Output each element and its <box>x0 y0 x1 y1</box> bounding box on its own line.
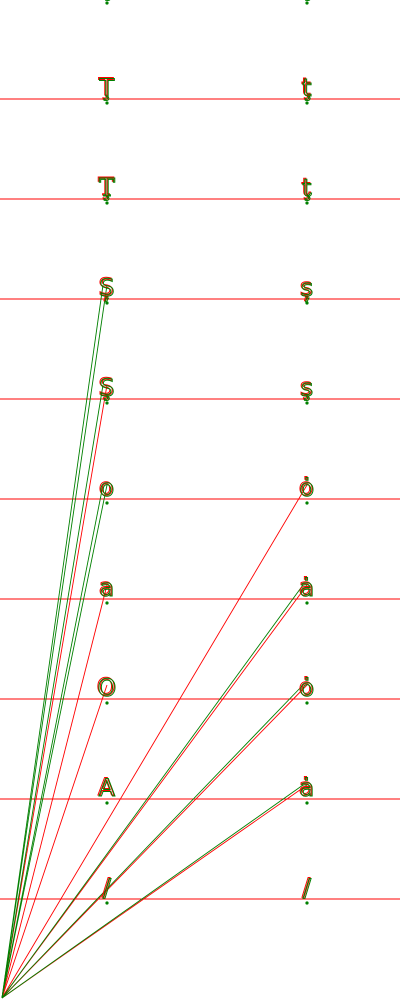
connector-rays <box>1 284 308 999</box>
glyph-right-0-red: Ç <box>298 0 315 1</box>
glyph-left-8-green: A <box>99 774 116 802</box>
connector-ray-14 <box>1 784 304 999</box>
glyph-left-4-red: Ş <box>98 373 113 401</box>
anchor-dot-right-0 <box>305 1 309 5</box>
glyph-left-9-green: / <box>103 874 112 902</box>
glyph-left-7-red: O <box>97 673 116 701</box>
anchor-dot-left-4 <box>105 401 109 405</box>
anchor-dot-left-1 <box>105 101 109 105</box>
glyph-left-1-red: Ţ <box>98 73 114 101</box>
glyph-left-6-red: a <box>99 573 114 601</box>
anchor-dot-right-3 <box>305 301 309 305</box>
connector-ray-2 <box>1 484 108 999</box>
connector-ray-11 <box>1 484 104 999</box>
glyph-left-3-green: Ș <box>99 274 114 302</box>
anchor-dot-right-5 <box>305 501 309 505</box>
baseline-guides <box>0 98 400 900</box>
anchor-dot-left-8 <box>105 801 109 805</box>
anchor-dot-right-1 <box>305 101 309 105</box>
anchor-dot-left-2 <box>105 201 109 205</box>
anchor-dot-left-6 <box>105 601 109 605</box>
anchor-dot-right-4 <box>305 401 309 405</box>
connector-ray-0 <box>1 284 108 999</box>
glyph-left-5-red: o <box>99 473 114 501</box>
anchor-dot-right-9 <box>305 901 309 905</box>
glyph-right-9-green: / <box>303 874 312 902</box>
glyph-left-5-green: o <box>100 474 115 502</box>
connector-ray-12 <box>1 584 304 999</box>
glyph-right-6-red: ȧ <box>299 573 314 601</box>
connector-ray-1 <box>1 384 108 999</box>
anchor-dot-left-3 <box>105 301 109 305</box>
glyph-left-0-red: Ç <box>98 0 115 1</box>
glyph-right-2-red: ţ <box>301 173 311 201</box>
glyph-left-3-red: Ș <box>98 273 113 301</box>
glyph-right-1-green: ţ <box>302 74 311 102</box>
connector-ray-4 <box>1 684 108 999</box>
glyph-left-6-green: a <box>100 574 115 602</box>
connector-ray-13 <box>1 684 304 999</box>
anchor-dot-right-2 <box>305 201 309 205</box>
glyph-right-4-green: ş <box>301 374 314 402</box>
glyph-right-3-green: ș <box>301 274 314 302</box>
glyph-right-2-green: ţ <box>302 174 312 202</box>
anchor-dot-right-7 <box>305 701 309 705</box>
connector-ray-9 <box>1 284 104 999</box>
glyph-right-8-red: ȧ <box>299 773 314 801</box>
connector-ray-3 <box>1 584 108 999</box>
glyph-right-8-green: ȧ <box>300 774 315 802</box>
glyph-left-2-green: Ţ <box>99 174 115 202</box>
glyph-right-6-green: ȧ <box>300 574 315 602</box>
glyph-right-9-red: / <box>302 873 311 901</box>
glyph-right-7-green: ȯ <box>300 674 315 702</box>
glyph-right-3-red: ș <box>300 273 313 301</box>
anchor-dot-right-8 <box>305 801 309 805</box>
glyph-right-7-red: ȯ <box>299 673 314 701</box>
glyph-left-2-red: Ţ <box>98 173 114 201</box>
connector-ray-10 <box>1 384 104 999</box>
anchor-dot-right-6 <box>305 601 309 605</box>
connector-ray-7 <box>1 684 308 999</box>
glyph-left-0-green: Ç <box>99 0 116 2</box>
glyph-right-5-green: ȯ <box>300 474 315 502</box>
glyph-left-7-green: O <box>98 674 117 702</box>
glyph-specimens: ÇÇÇÇŢŢţţŢŢţţȘȘșșŞŞşşooȯȯaaȧȧOOȯȯAAȧȧ//// <box>96 0 316 905</box>
glyph-right-5-red: ȯ <box>299 473 314 501</box>
glyph-right-0-green: Ç <box>299 0 316 2</box>
glyph-left-1-green: Ţ <box>99 74 115 102</box>
connector-ray-6 <box>1 584 308 999</box>
glyph-right-1-red: ţ <box>301 73 310 101</box>
connector-ray-5 <box>1 484 308 999</box>
anchor-dot-left-9 <box>105 901 109 905</box>
anchor-dot-left-7 <box>105 701 109 705</box>
glyph-left-9-red: / <box>102 873 111 901</box>
anchor-dot-left-5 <box>105 501 109 505</box>
anchor-dot-left-0 <box>105 1 109 5</box>
glyph-left-8-red: A <box>98 773 115 801</box>
glyph-left-4-green: Ş <box>99 374 114 402</box>
glyph-right-4-red: ş <box>300 373 313 401</box>
